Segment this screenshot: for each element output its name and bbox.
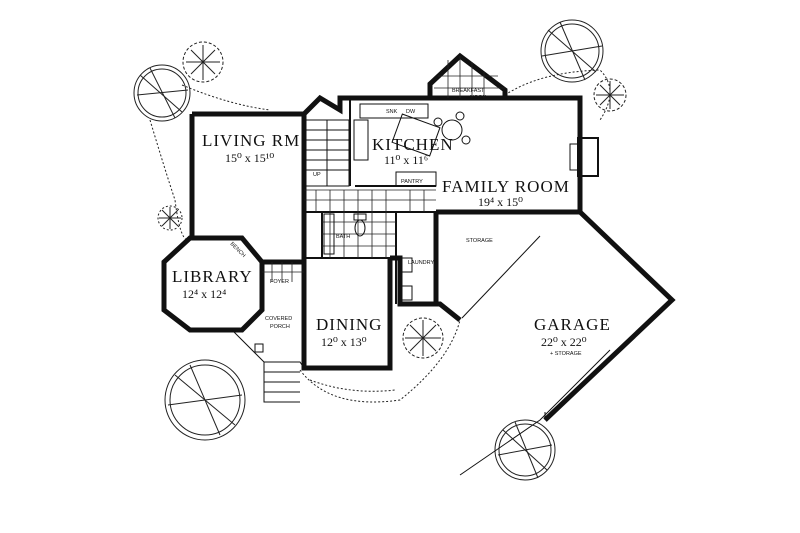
dining-name: DINING bbox=[316, 315, 382, 334]
garage-dim: 22⁰ x 22⁰ bbox=[541, 335, 587, 349]
library-dim: 12⁴ x 12⁴ bbox=[182, 287, 226, 301]
breakfast-nook-label-2: NOOK bbox=[470, 95, 487, 101]
dining-dim: 12⁰ x 13⁰ bbox=[321, 335, 367, 349]
tree-top-left bbox=[133, 64, 191, 122]
family-room-dim: 19⁴ x 15⁰ bbox=[478, 195, 523, 209]
bench-label-left: BENCH bbox=[175, 236, 193, 254]
landscape-shrubs bbox=[149, 69, 611, 403]
covered-porch-label-2: PORCH bbox=[270, 324, 290, 330]
tree-top-right bbox=[540, 19, 604, 83]
stairs bbox=[304, 119, 350, 187]
tree-right-shrub bbox=[593, 78, 627, 112]
kitchen-dim: 11⁰ x 11⁶ bbox=[384, 153, 428, 167]
pantry-label: PANTRY bbox=[401, 179, 423, 185]
tree-left-small bbox=[157, 205, 183, 231]
bath-fixtures bbox=[323, 213, 367, 255]
garage-name: GARAGE bbox=[534, 315, 611, 334]
laundry-label: LAUNDRY bbox=[408, 260, 435, 266]
family-room-name: FAMILY ROOM bbox=[442, 177, 570, 196]
landscape-trees bbox=[133, 19, 627, 481]
tree-bottom-center bbox=[402, 317, 444, 359]
breakfast-nook-label: BREAKFAST bbox=[452, 88, 485, 94]
kitchen-fixtures bbox=[353, 103, 471, 187]
storage-label: STORAGE bbox=[466, 238, 493, 244]
tree-bottom-left bbox=[164, 359, 246, 441]
tree-bottom-right bbox=[494, 419, 556, 481]
covered-porch-label: COVERED bbox=[265, 316, 292, 322]
library-name: LIBRARY bbox=[172, 267, 253, 286]
room-labels: LIVING RM 15⁰ x 15¹⁰ KITCHEN 11⁰ x 11⁶ F… bbox=[172, 131, 611, 357]
bath-label: BATH bbox=[336, 234, 350, 240]
laundry-fixtures bbox=[399, 257, 413, 301]
dishwasher-label: DW bbox=[406, 109, 416, 115]
stairs-up-label: UP bbox=[313, 172, 321, 178]
garage-note: + STORAGE bbox=[550, 351, 582, 357]
sink-label: SNK bbox=[386, 109, 398, 115]
kitchen-name: KITCHEN bbox=[372, 135, 454, 154]
tree-top-left-shrub bbox=[182, 41, 224, 83]
living-room-dim: 15⁰ x 15¹⁰ bbox=[225, 151, 274, 165]
living-room-name: LIVING RM bbox=[202, 131, 300, 150]
foyer-label: FOYER bbox=[270, 279, 289, 285]
